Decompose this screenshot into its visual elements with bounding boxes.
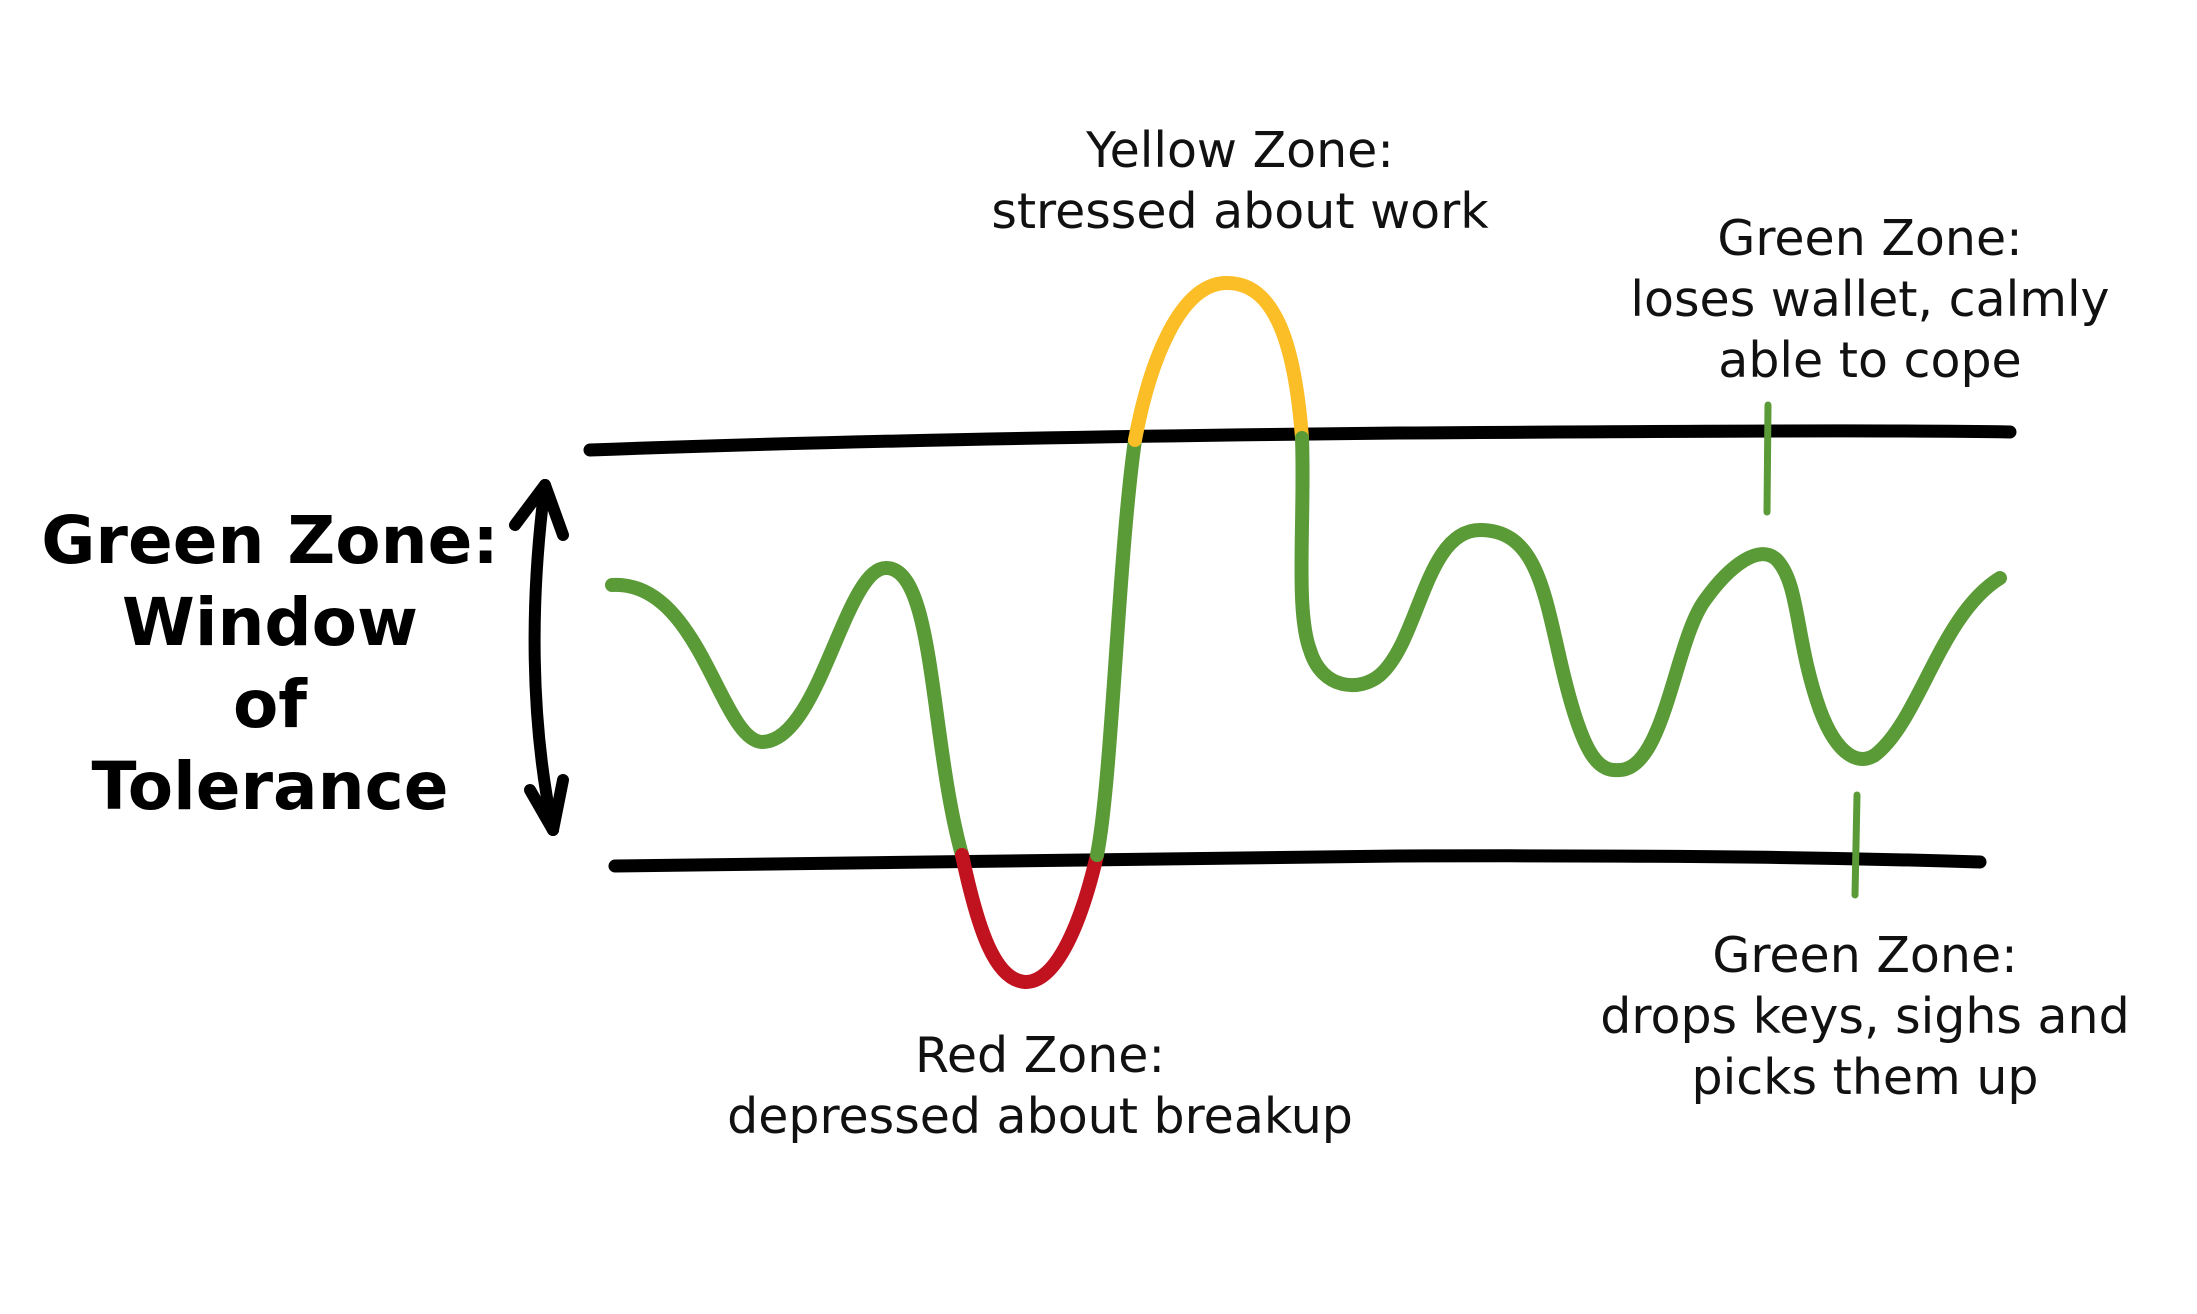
red-zone-description: depressed about breakup	[727, 1088, 1353, 1145]
red-zone-annotation: Red Zone: depressed about breakup	[690, 1025, 1390, 1147]
upper-boundary-line	[583, 424, 2017, 457]
green-zone-top-heading: Green Zone:	[1717, 210, 2023, 267]
yellow-zone-heading: Yellow Zone:	[1086, 122, 1394, 179]
wave-segment-green-1	[605, 561, 969, 862]
green-zone-top-line-1: loses wallet, calmly	[1630, 271, 2110, 328]
green-zone-top-line-2: able to cope	[1718, 332, 2022, 389]
green-zone-bottom-heading: Green Zone:	[1712, 927, 2018, 984]
yellow-zone-annotation: Yellow Zone: stressed about work	[940, 120, 1540, 242]
window-label-line-1: Green Zone:	[41, 502, 499, 579]
wave-segment-yellow	[1128, 275, 1309, 447]
green-tick-top	[1763, 401, 1772, 516]
double-headed-arrow-icon	[509, 479, 569, 836]
yellow-zone-description: stressed about work	[991, 183, 1489, 240]
wave-segment-green-2	[1090, 433, 1142, 862]
green-zone-bottom-annotation: Green Zone: drops keys, sighs and picks …	[1550, 925, 2180, 1108]
wave-segment-green-3	[1294, 431, 2007, 778]
window-of-tolerance-label: Green Zone: Window of Tolerance	[40, 500, 500, 828]
window-label-line-4: Tolerance	[91, 748, 449, 825]
red-zone-heading: Red Zone:	[915, 1027, 1165, 1084]
green-tick-bottom	[1851, 791, 1861, 899]
lower-boundary-line	[608, 849, 1987, 873]
green-zone-bottom-line-2: picks them up	[1691, 1049, 2039, 1106]
green-zone-top-annotation: Green Zone: loses wallet, calmly able to…	[1590, 208, 2150, 391]
window-label-line-2: Window	[122, 584, 418, 661]
window-label-line-3: of	[232, 666, 308, 743]
wave-segment-red	[955, 848, 1104, 989]
green-zone-bottom-line-1: drops keys, sighs and	[1600, 988, 2130, 1045]
